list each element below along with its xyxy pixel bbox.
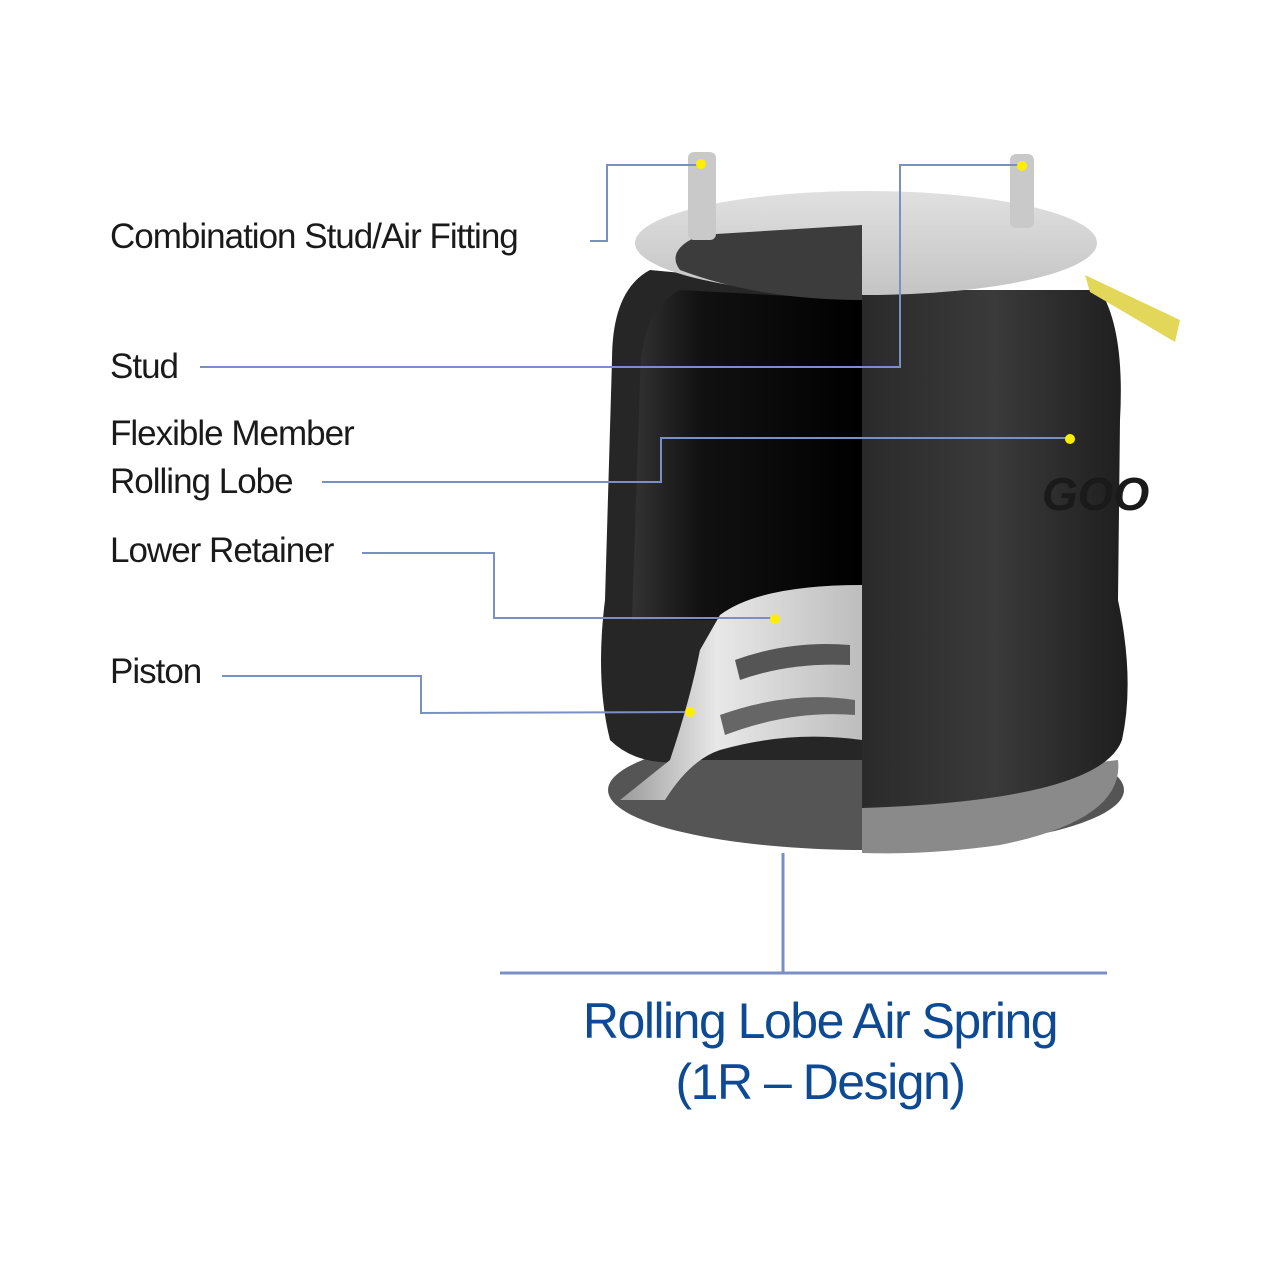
label-piston: Piston <box>110 652 202 691</box>
label-flexible-member: Flexible Member <box>110 414 355 453</box>
combination-stud <box>688 152 716 240</box>
label-combination-stud: Combination Stud/Air Fitting <box>110 217 519 256</box>
leader-lines <box>200 164 1107 975</box>
dot-rolling-lobe <box>1065 434 1075 444</box>
diagram-subtitle: (1R – Design) <box>675 1054 966 1110</box>
leader-piston <box>222 675 691 715</box>
brand-mark: GOO <box>1042 468 1150 520</box>
label-lower-retainer: Lower Retainer <box>110 531 334 570</box>
yellow-tag <box>1085 275 1180 342</box>
stud <box>1010 154 1034 228</box>
leader-lower-retainer <box>362 552 775 619</box>
callout-dots <box>685 159 1075 717</box>
label-rolling-lobe: Rolling Lobe <box>110 462 294 501</box>
diagram-title: Rolling Lobe Air Spring <box>582 993 1059 1049</box>
dot-lower-retainer <box>770 614 780 624</box>
piston-slot <box>720 697 855 735</box>
leader-stud <box>200 164 1022 368</box>
label-stud: Stud <box>110 347 179 386</box>
dot-stud <box>1017 161 1027 171</box>
plate-cutaway <box>675 225 862 300</box>
leader-combination-stud <box>590 164 701 242</box>
piston-shape <box>620 585 862 800</box>
dot-piston <box>685 707 695 717</box>
piston-slot <box>735 644 850 680</box>
flexible-member-outer <box>862 290 1128 808</box>
inner-chamber <box>632 290 862 620</box>
leader-rolling-lobe <box>322 437 1070 483</box>
dot-combination-stud <box>696 159 706 169</box>
